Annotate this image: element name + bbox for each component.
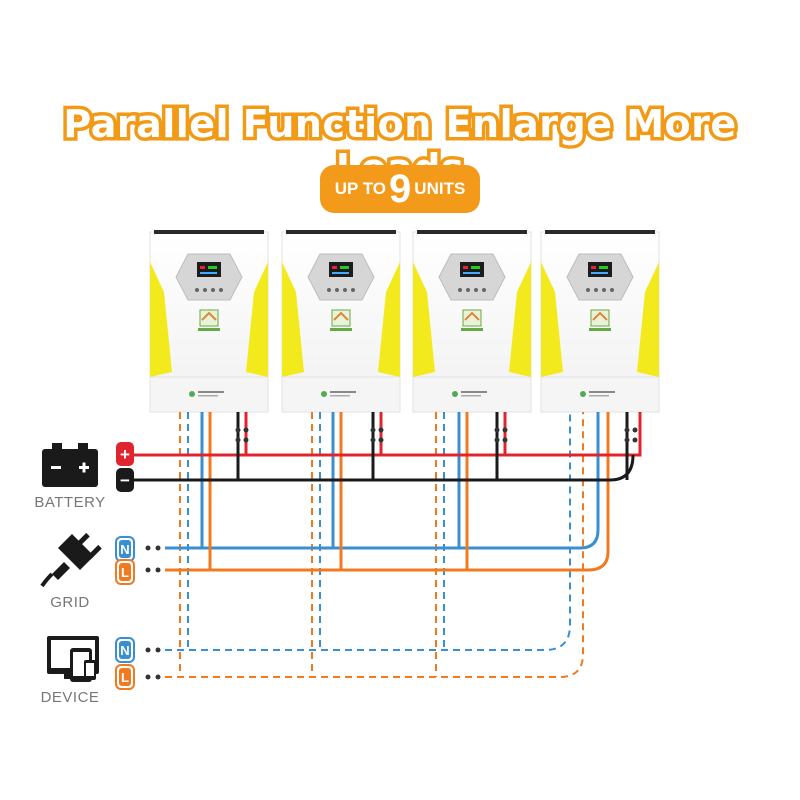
- plug-icon: [40, 532, 102, 588]
- devices-icon: [47, 636, 99, 682]
- svg-text:L: L: [121, 565, 129, 580]
- svg-text:−: −: [120, 471, 130, 490]
- device-terminal-l: L: [115, 664, 135, 690]
- device-wires: [165, 412, 584, 678]
- grid-wires: [165, 412, 610, 572]
- device-label: DEVICE: [40, 689, 100, 706]
- junction-dots: [145, 427, 638, 680]
- units-badge: UP TO 9 UNITS: [320, 165, 480, 213]
- inverter-unit: [281, 230, 401, 413]
- grid-terminal-l: L: [115, 559, 135, 585]
- inverter-unit: [412, 230, 532, 413]
- svg-text:L: L: [121, 670, 129, 685]
- grid-terminal-n: N: [115, 536, 135, 562]
- battery-terminal-positive: +: [116, 442, 134, 466]
- inverter-unit: [149, 230, 269, 413]
- badge-prefix: UP TO: [334, 179, 387, 198]
- svg-text:+: +: [120, 445, 130, 464]
- svg-text:N: N: [120, 542, 129, 557]
- badge-count: 9: [389, 167, 412, 211]
- battery-wires: [133, 412, 642, 482]
- inverter-group: [149, 230, 660, 413]
- svg-text:N: N: [120, 643, 129, 658]
- inverter-unit: [540, 230, 660, 413]
- grid-label: GRID: [50, 594, 90, 611]
- device-terminal-n: N: [115, 637, 135, 663]
- battery-label: BATTERY: [34, 494, 106, 511]
- page-title: Parallel Function Enlarge More Loads Par…: [60, 99, 740, 194]
- battery-terminal-negative: −: [116, 468, 134, 492]
- badge-suffix: UNITS: [414, 179, 466, 198]
- battery-icon: [42, 443, 98, 487]
